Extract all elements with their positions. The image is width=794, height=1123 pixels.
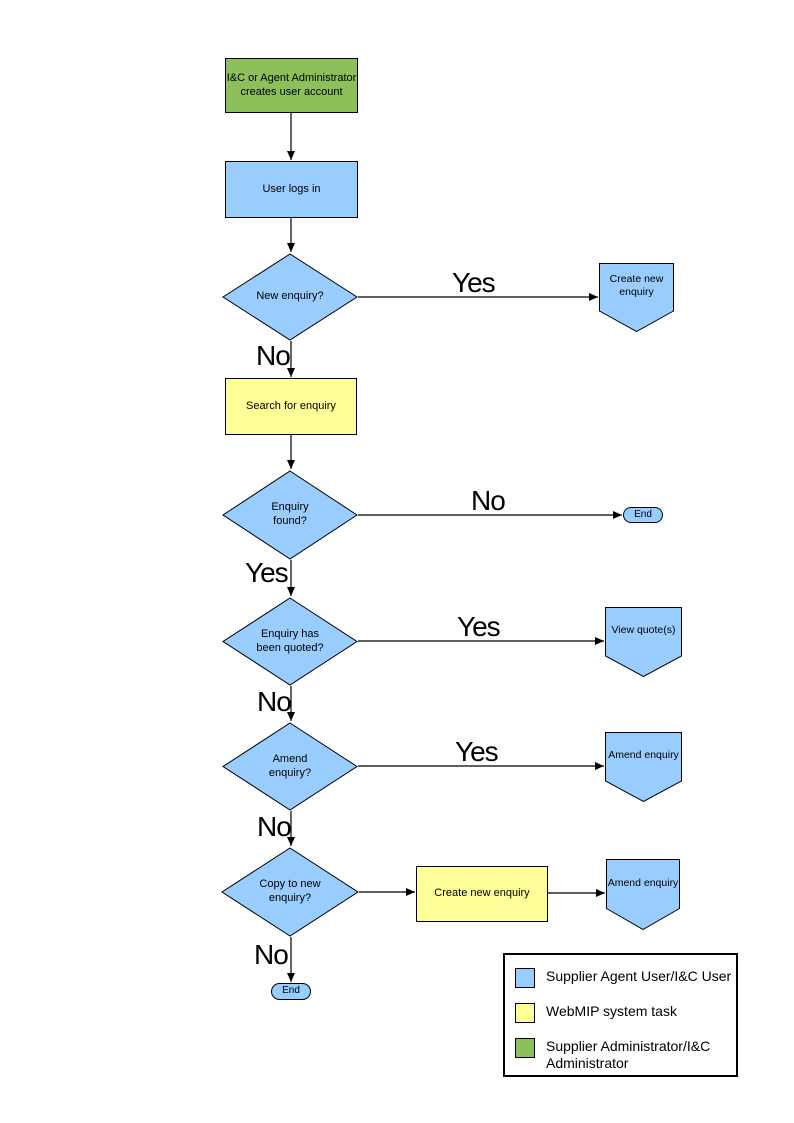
diamond-shape: [222, 597, 358, 686]
edge-label-yes: Yes: [455, 736, 499, 767]
legend-item-admin: Supplier Administrator/I&C Administrator: [515, 1038, 736, 1072]
legend-label: Supplier Agent User/I&C User: [546, 968, 732, 984]
node-view-quotes: View quote(s): [605, 607, 682, 677]
pentagon-shape: [599, 263, 674, 332]
node-label: Amend enquiry: [607, 876, 679, 889]
node-search-for-enquiry: Search for enquiry: [225, 378, 357, 435]
edge-label-yes: Yes: [452, 267, 496, 298]
node-label: View quote(s): [611, 624, 676, 637]
node-label: Copy to new enquiry?: [259, 878, 321, 904]
diamond-shape: [222, 253, 358, 341]
legend-item-user: Supplier Agent User/I&C User: [515, 968, 736, 988]
legend-swatch-green: [515, 1038, 535, 1058]
node-label: New enquiry?: [256, 290, 324, 303]
pentagon-shape: [605, 607, 682, 677]
edge-label-no: No: [257, 811, 292, 842]
node-label: Search for enquiry: [246, 399, 336, 412]
node-user-logs-in: User logs in: [225, 161, 358, 218]
node-label: Enquiry found?: [271, 501, 309, 527]
node-create-new-enquiry-mid: Create new enquiry: [416, 866, 548, 922]
pentagon-shape: [606, 859, 680, 930]
legend-label: WebMIP system task: [546, 1003, 677, 1019]
node-create-new-enquiry-top: Create new enquiry: [599, 263, 674, 332]
node-label: I&C or Agent Administrator creates user …: [226, 71, 357, 98]
pentagon-shape: [605, 732, 682, 802]
legend-swatch-yellow: [515, 1003, 535, 1023]
node-label: Enquiry has been quoted?: [256, 627, 324, 654]
edge-label-no: No: [257, 686, 292, 717]
legend-item-system: WebMIP system task: [515, 1003, 736, 1023]
terminator-end-mid: End: [623, 507, 663, 523]
diamond-shape: [221, 847, 359, 937]
node-admin-creates-account: I&C or Agent Administrator creates user …: [225, 58, 358, 113]
decision-copy-to-new: Copy to new enquiry?: [221, 847, 359, 937]
node-label: Amend enquiry: [608, 749, 679, 762]
diamond-shape: [222, 722, 358, 811]
decision-amend-enquiry: Amend enquiry?: [222, 722, 358, 811]
edge-label-no: No: [471, 485, 506, 516]
decision-enquiry-quoted: Enquiry has been quoted?: [222, 597, 358, 686]
legend-label: Supplier Administrator/I&C Administrator: [546, 1038, 711, 1071]
decision-new-enquiry: New enquiry?: [222, 253, 358, 341]
terminator-end-bottom: End: [271, 983, 311, 1000]
node-label: End: [634, 508, 652, 520]
node-label: Amend enquiry?: [268, 752, 312, 779]
diamond-shape: [222, 470, 358, 560]
edge-label-no: No: [254, 939, 289, 970]
edge-label-no: No: [256, 340, 291, 371]
node-amend-enquiry-branch: Amend enquiry: [605, 732, 682, 802]
node-label: User logs in: [262, 182, 321, 195]
legend-swatch-blue: [515, 968, 535, 988]
node-amend-enquiry-final: Amend enquiry: [606, 859, 680, 930]
edge-label-yes: Yes: [457, 611, 501, 642]
node-label: End: [282, 985, 300, 997]
decision-enquiry-found: Enquiry found?: [222, 470, 358, 560]
edge-label-yes: Yes: [245, 557, 289, 588]
legend: Supplier Agent User/I&C User WebMIP syst…: [503, 953, 738, 1077]
node-label: Create new enquiry: [434, 887, 530, 900]
node-label: Create new enquiry: [609, 273, 664, 299]
